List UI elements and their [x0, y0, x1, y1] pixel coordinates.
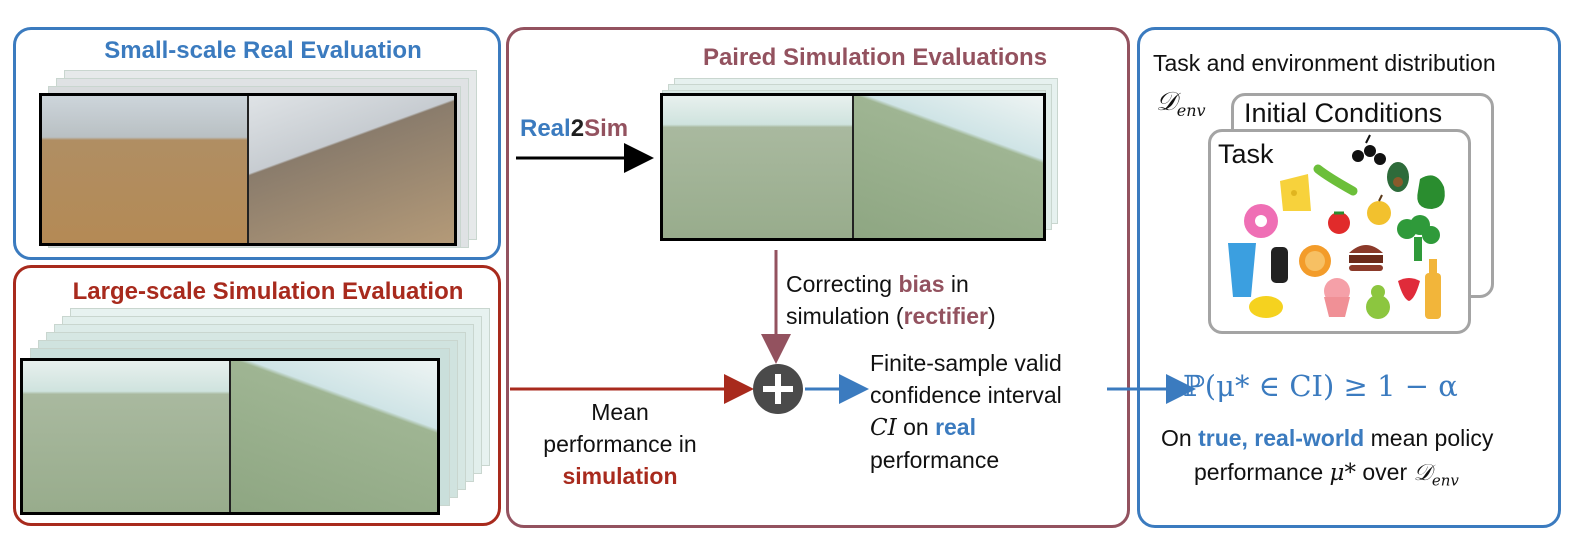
orange-slice-icon	[1299, 245, 1331, 277]
mu-star: μ*	[1329, 460, 1356, 486]
paired-evaluation-title: Paired Simulation Evaluations	[702, 44, 1048, 71]
real-robot-image	[39, 93, 457, 246]
finite-line4: performance	[870, 447, 1000, 473]
finite-line1: Finite-sample valid	[870, 350, 1062, 376]
probability-formula: ℙ(μ* ∈ CI) ≥ 1 − α	[1183, 369, 1458, 403]
paired-sim-view-left	[663, 96, 852, 238]
cupcake-icon	[1324, 278, 1350, 317]
performance-in-line: performance in	[543, 431, 697, 457]
plus-circle-icon	[753, 364, 803, 414]
real-evaluation-panel	[13, 27, 501, 260]
sim-evaluation-title: Large-scale Simulation Evaluation	[72, 278, 464, 305]
rectifier-word: rectifier	[903, 303, 988, 329]
broccoli-icon	[1397, 215, 1440, 261]
bias-word: bias	[898, 271, 945, 297]
finite-sample-text: Finite-sample valid confidence interval …	[870, 347, 1062, 476]
env-subscript: env	[1176, 101, 1206, 121]
salt-shaker-icon	[1271, 247, 1288, 283]
finite-line2: confidence interval	[870, 382, 1062, 408]
ci-symbol: CI	[870, 415, 897, 441]
apple-icon	[1367, 194, 1391, 225]
paired-evaluation-panel	[506, 27, 1130, 528]
donut-icon	[1244, 204, 1278, 238]
cheese-icon	[1280, 174, 1311, 211]
task-distribution-label: Task and environment distribution	[1153, 50, 1496, 76]
real-robot-view-left	[42, 96, 247, 243]
on-text: On	[1161, 425, 1199, 451]
strawberry-icon	[1398, 278, 1420, 301]
on-true-real-world-line: On true, real-world mean policy	[1161, 422, 1493, 454]
d-script-2: 𝒟	[1413, 460, 1432, 486]
real-evaluation-title: Small-scale Real Evaluation	[104, 37, 422, 64]
real2sim-two: 2	[570, 115, 585, 142]
performance-text: performance	[1194, 459, 1330, 485]
pear-icon	[1366, 285, 1390, 319]
env-subscript-2: env	[1431, 471, 1459, 490]
sim-evaluation-panel	[13, 265, 501, 526]
bottle-icon	[1425, 259, 1441, 319]
initial-conditions-label: Initial Conditions	[1244, 98, 1443, 128]
real2sim-real: Real	[520, 115, 571, 142]
correcting-text: Correcting	[786, 271, 899, 297]
real-word: real	[935, 414, 976, 440]
over-text: over	[1355, 459, 1414, 485]
real-robot-view-right	[247, 96, 454, 243]
chili-pepper-icon	[1313, 164, 1358, 196]
paired-sim-image	[660, 93, 1046, 241]
d-script: 𝒟	[1156, 87, 1177, 117]
performance-over-line: performance μ* over 𝒟env	[1194, 456, 1459, 497]
true-real-world-text: true, real-world	[1198, 425, 1365, 451]
close-paren: )	[987, 303, 996, 329]
task-label: Task	[1218, 139, 1274, 169]
mean-line: Mean	[591, 399, 649, 425]
bell-pepper-icon	[1417, 175, 1445, 209]
in-word: in	[944, 271, 969, 297]
real2sim-sim: Sim	[584, 115, 629, 142]
burger-icon	[1349, 245, 1383, 271]
paired-sim-view-right	[852, 96, 1043, 238]
mean-performance-text: Mean performance in simulation	[520, 396, 720, 492]
on-word: on	[896, 414, 936, 440]
correcting-bias-text: Correcting bias in simulation (rectifier…	[786, 268, 996, 332]
real2sim-label: Real2Sim	[520, 113, 628, 145]
avocado-icon	[1387, 162, 1409, 192]
d-env-symbol: 𝒟env	[1156, 85, 1206, 127]
sim-robot-image	[20, 358, 440, 515]
olive-icon	[1352, 134, 1386, 165]
lemon-icon	[1249, 296, 1283, 318]
food-icons	[1228, 134, 1445, 319]
simulation-word: simulation	[562, 463, 678, 489]
mean-policy-text: mean policy	[1364, 425, 1494, 451]
sim-robot-view-right	[229, 361, 437, 512]
tomato-icon	[1328, 211, 1350, 234]
right-panel	[1137, 27, 1561, 528]
simulation-text: simulation (	[786, 303, 904, 329]
glass-icon	[1228, 243, 1256, 297]
sim-robot-view-left	[23, 361, 229, 512]
